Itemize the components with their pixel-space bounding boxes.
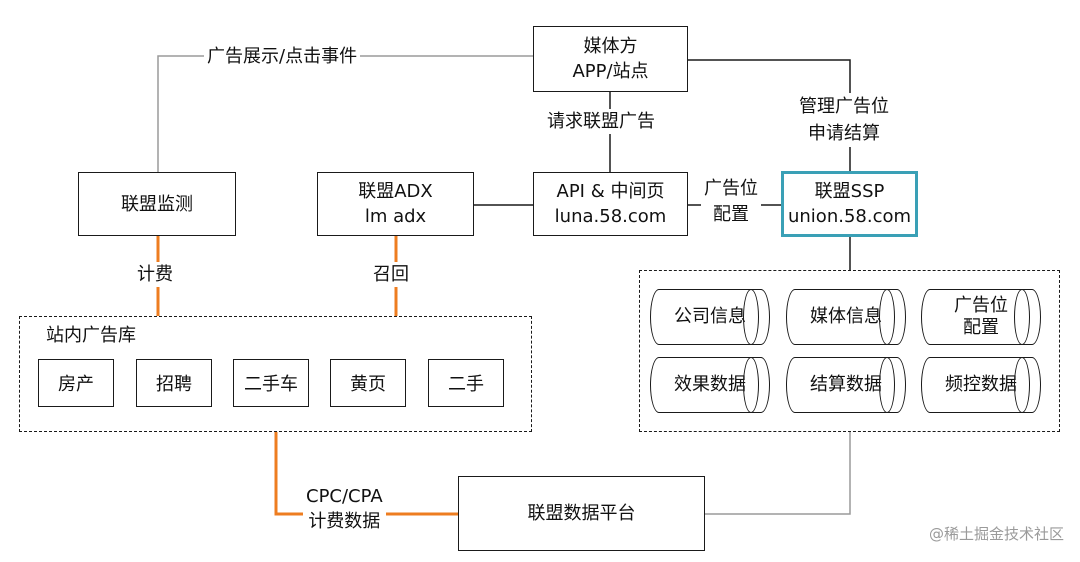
store-slot-config-line2: 配置 — [963, 317, 999, 338]
edge-label-library-platform: CPC/CPA 计费数据 — [303, 484, 386, 534]
api-node-title: API & 中间页 — [556, 181, 665, 202]
edge-label-media-ssp-line1: 管理广告位 — [799, 96, 889, 117]
adx-node-title: 联盟ADX — [358, 181, 433, 202]
edge-label-api-ssp-line2: 配置 — [713, 204, 749, 225]
ad-library-group — [19, 316, 532, 432]
edge-label-adx-library: 召回 — [370, 262, 412, 287]
api-node-subtitle: luna.58.com — [554, 206, 667, 227]
store-performance-data: 效果数据 — [650, 356, 770, 413]
library-item-realestate: 房产 — [38, 359, 114, 407]
adx-node-subtitle: lm adx — [364, 206, 427, 227]
edge-stores-platform — [705, 432, 851, 515]
monitor-node: 联盟监测 — [78, 172, 236, 236]
api-node: API & 中间页 luna.58.com — [533, 172, 688, 236]
edge-label-media-ssp: 管理广告位 申请结算 — [796, 93, 892, 147]
ssp-node-title: 联盟SSP — [814, 181, 885, 202]
edge-media-monitor — [157, 55, 535, 172]
edge-library-platform — [274, 432, 458, 516]
edge-label-api-ssp-line1: 广告位 — [704, 178, 758, 199]
data-platform-title: 联盟数据平台 — [527, 503, 636, 524]
watermark: @稀土掘金技术社区 — [928, 525, 1064, 543]
edge-label-library-platform-line2: 计费数据 — [308, 511, 381, 532]
edge-label-media-api: 请求联盟广告 — [544, 109, 658, 134]
library-item-used-cars: 二手车 — [233, 359, 309, 407]
store-frequency-data-label: 频控数据 — [945, 374, 1017, 395]
adx-node: 联盟ADX lm adx — [317, 172, 474, 236]
store-media-info: 媒体信息 — [786, 288, 906, 345]
ad-library-title: 站内广告库 — [46, 325, 136, 346]
store-settlement-data-label: 结算数据 — [810, 374, 882, 395]
ssp-stores-group — [639, 270, 1060, 432]
edge-label-api-ssp: 广告位 配置 — [701, 176, 761, 228]
library-item-second-hand: 二手 — [428, 359, 504, 407]
ssp-node-subtitle: union.58.com — [787, 206, 912, 227]
edge-label-monitor-library: 计费 — [134, 262, 176, 287]
edge-label-library-platform-line1: CPC/CPA — [306, 486, 383, 507]
media-node-title: 媒体方 — [583, 36, 638, 57]
media-node-subtitle: APP/站点 — [572, 61, 649, 82]
monitor-node-title: 联盟监测 — [121, 193, 193, 215]
store-slot-config: 广告位 配置 — [921, 288, 1041, 345]
store-slot-config-line1: 广告位 — [954, 295, 1008, 316]
store-settlement-data: 结算数据 — [786, 356, 906, 413]
store-media-info-label: 媒体信息 — [810, 306, 882, 327]
ssp-node: 联盟SSP union.58.com — [781, 171, 918, 237]
store-performance-data-label: 效果数据 — [674, 374, 746, 395]
store-company-info: 公司信息 — [650, 288, 770, 345]
data-platform-node: 联盟数据平台 — [458, 476, 705, 551]
store-company-info-label: 公司信息 — [674, 306, 746, 327]
library-item-yellow-pages: 黄页 — [330, 359, 406, 407]
media-node: 媒体方 APP/站点 — [533, 26, 688, 92]
library-item-jobs: 招聘 — [136, 359, 212, 407]
store-frequency-data: 频控数据 — [921, 356, 1041, 413]
edge-label-media-monitor: 广告展示/点击事件 — [204, 44, 361, 69]
edge-label-media-ssp-line2: 申请结算 — [808, 123, 880, 144]
